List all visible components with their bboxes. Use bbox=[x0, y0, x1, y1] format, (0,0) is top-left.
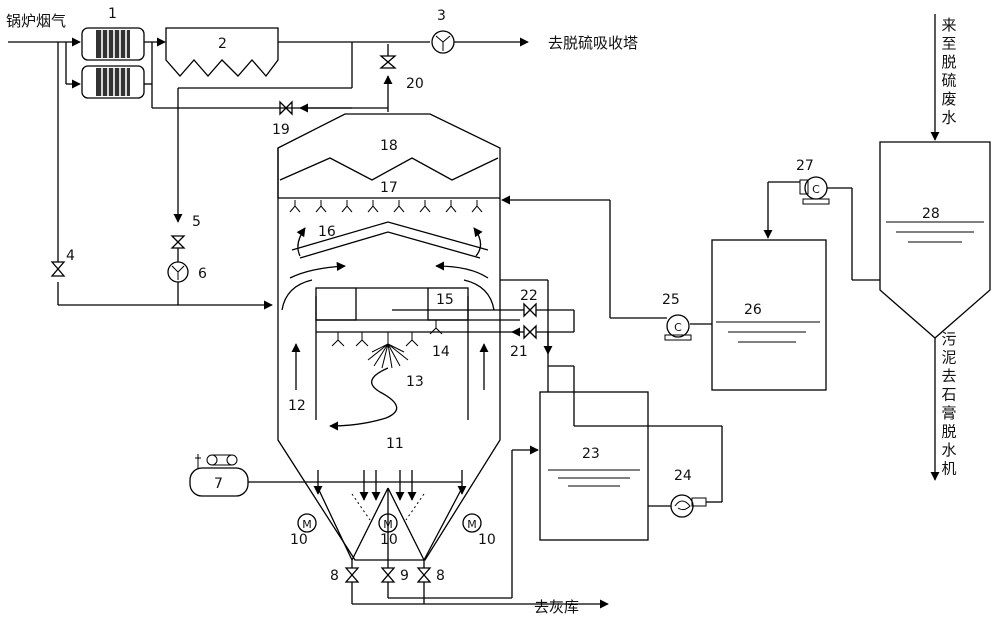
label-2: 2 bbox=[218, 36, 227, 52]
label-to-desulfurization-tower: 去脱硫吸收塔 bbox=[548, 34, 638, 52]
flue-gas-heater-1 bbox=[81, 27, 145, 99]
spray-path bbox=[329, 367, 398, 431]
motor-icon: M bbox=[462, 513, 482, 533]
label-11: 11 bbox=[386, 436, 404, 452]
label-20: 20 bbox=[406, 76, 424, 92]
svg-text:C: C bbox=[674, 321, 682, 334]
ash-hoppers bbox=[313, 470, 467, 568]
label-17: 17 bbox=[380, 180, 398, 196]
tower-body bbox=[277, 113, 501, 561]
feed-line-17 bbox=[501, 195, 712, 325]
booster-fan-6 bbox=[167, 261, 189, 283]
svg-text:C: C bbox=[812, 183, 820, 196]
transfer-line-27 bbox=[763, 181, 880, 281]
motor-icon: M bbox=[378, 513, 398, 533]
label-25: 25 bbox=[662, 292, 680, 308]
label-14: 14 bbox=[432, 344, 450, 360]
internal-frame-15 bbox=[315, 287, 520, 333]
label-5: 5 bbox=[192, 214, 201, 230]
valve-19 bbox=[279, 100, 293, 116]
precipitator-2 bbox=[165, 27, 279, 78]
label-boiler-flue-gas: 锅炉烟气 bbox=[6, 12, 66, 30]
pump-25: C bbox=[664, 314, 692, 341]
label-8: 8 bbox=[436, 568, 445, 584]
label-10: 10 bbox=[290, 532, 308, 548]
label-13: 13 bbox=[406, 374, 424, 390]
tank23-recirc-piping bbox=[547, 332, 723, 507]
label-3: 3 bbox=[437, 8, 446, 24]
pump-27: C bbox=[799, 176, 830, 205]
motor-icon: M bbox=[297, 513, 317, 533]
label-9: 9 bbox=[400, 568, 409, 584]
label-18: 18 bbox=[380, 138, 398, 154]
label-7: 7 bbox=[214, 476, 223, 492]
label-8: 8 bbox=[330, 568, 339, 584]
valve-5 bbox=[170, 235, 186, 249]
tank-23 bbox=[539, 391, 649, 541]
label-12: 12 bbox=[288, 398, 306, 414]
label-26: 26 bbox=[744, 302, 762, 318]
label-22: 22 bbox=[520, 288, 538, 304]
label-28: 28 bbox=[922, 206, 940, 222]
label-10: 10 bbox=[478, 532, 496, 548]
spray-nozzles-17 bbox=[289, 200, 483, 213]
label-27: 27 bbox=[796, 158, 814, 174]
gas-flow-arrows bbox=[281, 227, 495, 311]
label-16: 16 bbox=[318, 224, 336, 240]
baffle-16 bbox=[291, 221, 489, 259]
pump-24 bbox=[670, 494, 707, 518]
clarifier-28 bbox=[879, 141, 991, 339]
label-23: 23 bbox=[582, 446, 600, 462]
inner-walls bbox=[291, 296, 489, 420]
valve-22 bbox=[523, 302, 537, 318]
nozzles-14 bbox=[331, 320, 443, 347]
svg-text:M: M bbox=[467, 518, 477, 531]
atomizer-13 bbox=[367, 332, 409, 369]
valve-4 bbox=[50, 261, 66, 277]
svg-text:M: M bbox=[302, 518, 312, 531]
label-4: 4 bbox=[66, 248, 75, 264]
svg-text:M: M bbox=[383, 518, 393, 531]
demister-18 bbox=[279, 157, 499, 181]
heater-outlet-piping bbox=[144, 37, 353, 223]
valve-20 bbox=[379, 55, 397, 69]
label-to-ash-silo: 去灰库 bbox=[534, 598, 579, 616]
label-1: 1 bbox=[108, 6, 117, 22]
tank-26 bbox=[711, 239, 827, 391]
valve-8 bbox=[416, 567, 432, 583]
label-sludge-to-gypsum-dewatering: 污泥去石膏脱水机 bbox=[941, 330, 956, 478]
valve-21 bbox=[523, 324, 537, 340]
svg-text:污泥去石膏脱水机: 污泥去石膏脱水机 bbox=[941, 330, 956, 478]
label-15: 15 bbox=[436, 292, 454, 308]
label-10: 10 bbox=[380, 532, 398, 548]
svg-text:来至脱硫废水: 来至脱硫废水 bbox=[941, 16, 956, 127]
valve-9 bbox=[380, 567, 396, 583]
inlet-piping bbox=[8, 37, 273, 310]
induced-fan-3 bbox=[431, 30, 455, 54]
label-from-desulfurization-wastewater: 来至脱硫废水 bbox=[941, 16, 956, 127]
label-24: 24 bbox=[674, 468, 692, 484]
label-21: 21 bbox=[510, 344, 528, 360]
valve-manifold-piping bbox=[500, 279, 575, 392]
label-6: 6 bbox=[198, 266, 207, 282]
valve-8 bbox=[344, 567, 360, 583]
ash-discharge-piping bbox=[351, 445, 609, 609]
label-19: 19 bbox=[272, 122, 290, 138]
